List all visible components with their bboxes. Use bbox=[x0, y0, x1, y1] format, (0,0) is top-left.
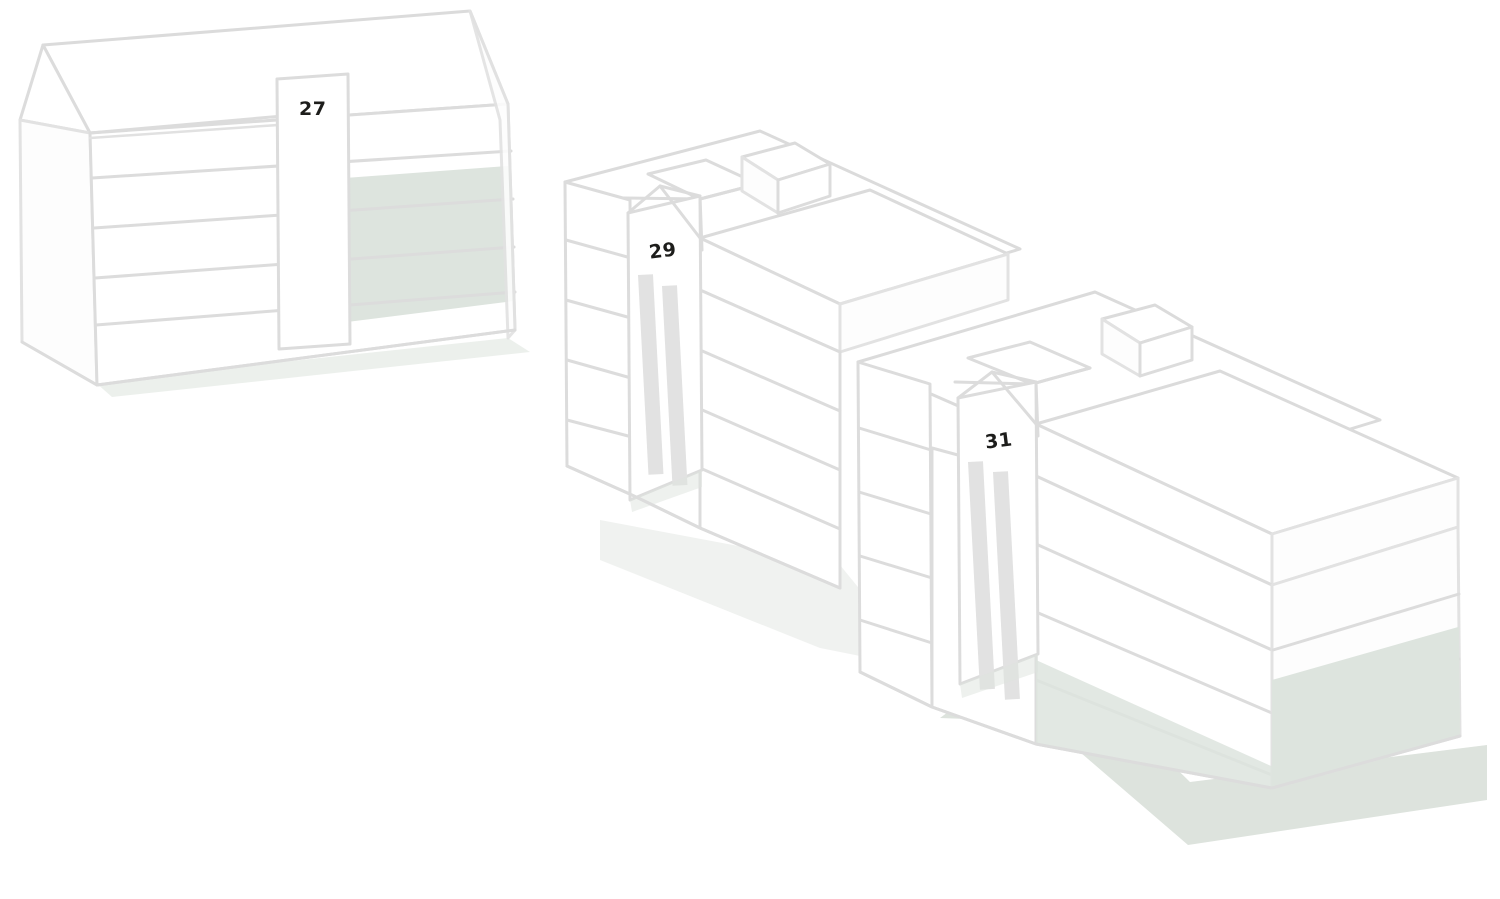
building-27[interactable] bbox=[18, 9, 522, 387]
shadow-building-29 bbox=[600, 520, 880, 660]
shadow-building-27 bbox=[95, 338, 530, 397]
building-number-31: 31 bbox=[983, 428, 1014, 454]
building-number-27: 27 bbox=[299, 98, 327, 120]
tower-window-stripe-left-29 bbox=[638, 274, 664, 475]
roof-box-29 bbox=[740, 141, 832, 215]
base-line-29 bbox=[565, 464, 842, 590]
entrance-tower-27[interactable] bbox=[275, 72, 352, 351]
setback-side-29 bbox=[838, 252, 1010, 354]
floor-lines-29-left bbox=[564, 238, 634, 439]
left-wall-27 bbox=[18, 118, 99, 387]
tower-window-stripe-left-31 bbox=[968, 461, 995, 690]
building-number-29: 29 bbox=[647, 238, 678, 264]
floor-lines-29-front bbox=[698, 348, 842, 531]
entrance-tower-29[interactable] bbox=[626, 184, 704, 502]
floor-lines-31-left bbox=[857, 426, 934, 645]
tower-window-stripe-right-31 bbox=[992, 471, 1020, 700]
base-line-31 bbox=[858, 670, 1462, 790]
building-31[interactable] bbox=[856, 290, 1465, 800]
green-band-27 bbox=[345, 165, 515, 322]
left-facade-31 bbox=[856, 360, 934, 709]
entrance-tower-31[interactable] bbox=[928, 370, 1040, 760]
building-29[interactable] bbox=[563, 129, 1022, 590]
right-end-27 bbox=[468, 9, 517, 340]
tower-shadow-31 bbox=[960, 654, 1038, 698]
roof-box-31 bbox=[1100, 303, 1194, 378]
base-line-27 bbox=[20, 328, 517, 387]
tower-window-stripe-right-29 bbox=[662, 285, 688, 486]
